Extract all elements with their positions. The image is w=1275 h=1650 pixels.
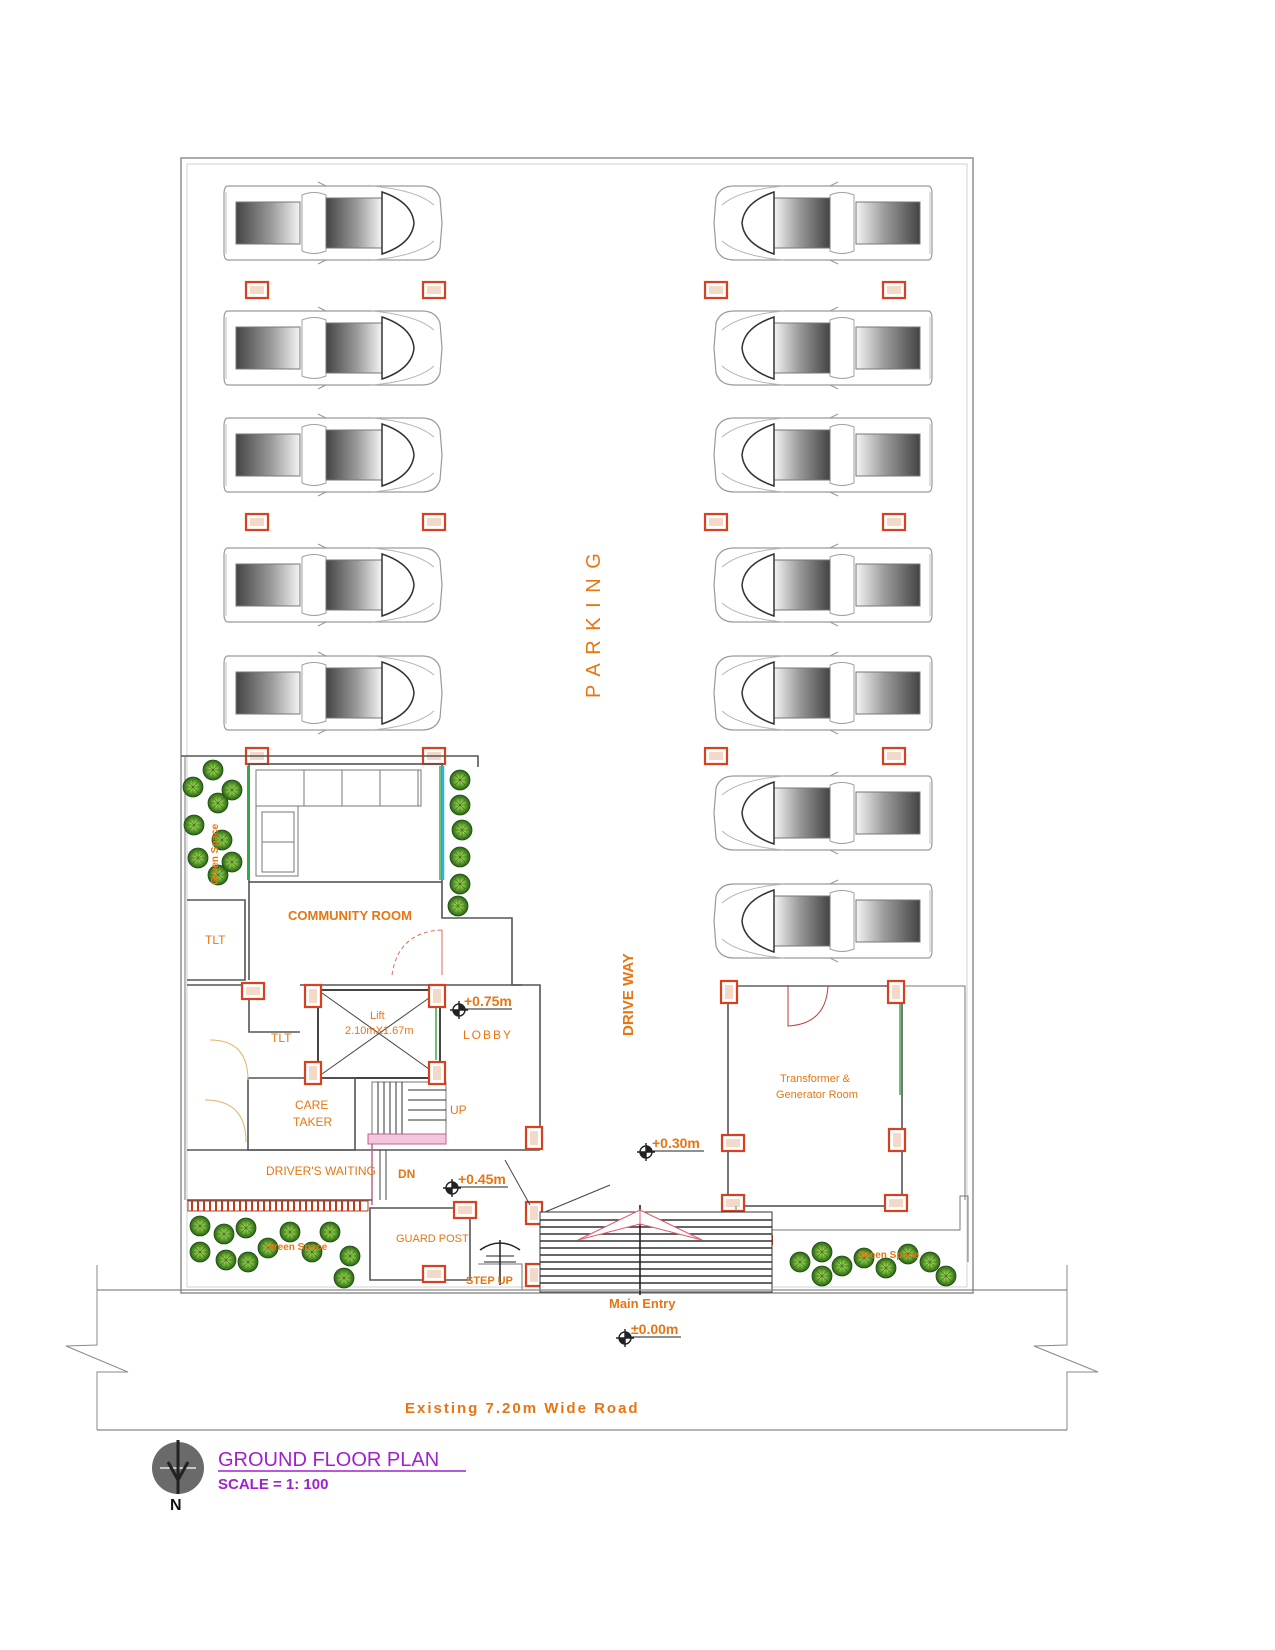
parking-cars-left — [223, 181, 443, 735]
green-space-label-2: Green Space — [266, 1242, 328, 1253]
care-taker-label-1: CARE — [295, 1098, 328, 1112]
step-up-label: STEP UP — [466, 1275, 513, 1287]
lobby-label: LOBBY — [463, 1028, 513, 1042]
staircase — [367, 1081, 447, 1205]
level-lobby: +0.75m — [464, 993, 512, 1009]
parking-label: P A R K I N G — [583, 551, 605, 698]
lift-size-label: 2.10mX1.67m — [345, 1025, 413, 1037]
tlt-label-2: TLT — [271, 1031, 292, 1045]
car — [714, 880, 932, 962]
main-entry-label: Main Entry — [609, 1296, 676, 1311]
transformer-label-2: Generator Room — [776, 1089, 858, 1101]
car — [714, 652, 932, 734]
main-entry-ramp — [504, 1159, 773, 1295]
road — [65, 1265, 1099, 1431]
dn-label: DN — [398, 1167, 415, 1181]
level-marker-guard: +0.45m — [442, 1171, 508, 1198]
title-block: GROUND FLOOR PLAN SCALE = 1: 100 — [218, 1449, 466, 1493]
car — [714, 772, 932, 854]
level-drive: +0.30m — [652, 1135, 700, 1151]
drivers-waiting-label: DRIVER'S WAITING — [266, 1164, 376, 1178]
up-label: UP — [450, 1103, 467, 1117]
plan-title: GROUND FLOOR PLAN — [218, 1449, 439, 1471]
level-marker-lobby: +0.75m — [449, 993, 512, 1020]
north-label: N — [170, 1497, 182, 1514]
guard-post-label: GUARD POST — [396, 1233, 469, 1245]
transformer-label-1: Transformer & — [780, 1073, 851, 1085]
planter-bottom-right — [789, 1241, 957, 1287]
car — [714, 544, 932, 626]
level-road: ±0.00m — [631, 1321, 678, 1337]
drive-way-label: DRIVE WAY — [620, 953, 637, 1036]
road-label: Existing 7.20m Wide Road — [405, 1400, 640, 1417]
green-space-label-1: Green Space — [210, 823, 221, 885]
north-arrow-icon: N — [152, 1440, 204, 1514]
tlt-label-1: TLT — [205, 933, 226, 947]
green-space-label-3: Green Space — [858, 1250, 920, 1261]
level-guard: +0.45m — [458, 1171, 506, 1187]
car — [714, 414, 932, 496]
car — [223, 413, 443, 497]
car — [223, 306, 443, 390]
scale-label: SCALE = 1: 100 — [218, 1476, 328, 1493]
care-taker-label-2: TAKER — [293, 1115, 332, 1129]
level-marker-road: ±0.00m — [615, 1321, 681, 1348]
lift-label: Lift — [370, 1010, 385, 1022]
community-room-label: COMMUNITY ROOM — [288, 908, 412, 923]
car — [714, 182, 932, 264]
car — [714, 307, 932, 389]
planter-lobby — [447, 769, 473, 917]
car — [223, 181, 443, 265]
level-marker-drive: +0.30m — [636, 1135, 704, 1162]
car — [223, 651, 443, 735]
left-building — [181, 755, 541, 1291]
car — [223, 543, 443, 627]
sofa — [255, 769, 422, 877]
